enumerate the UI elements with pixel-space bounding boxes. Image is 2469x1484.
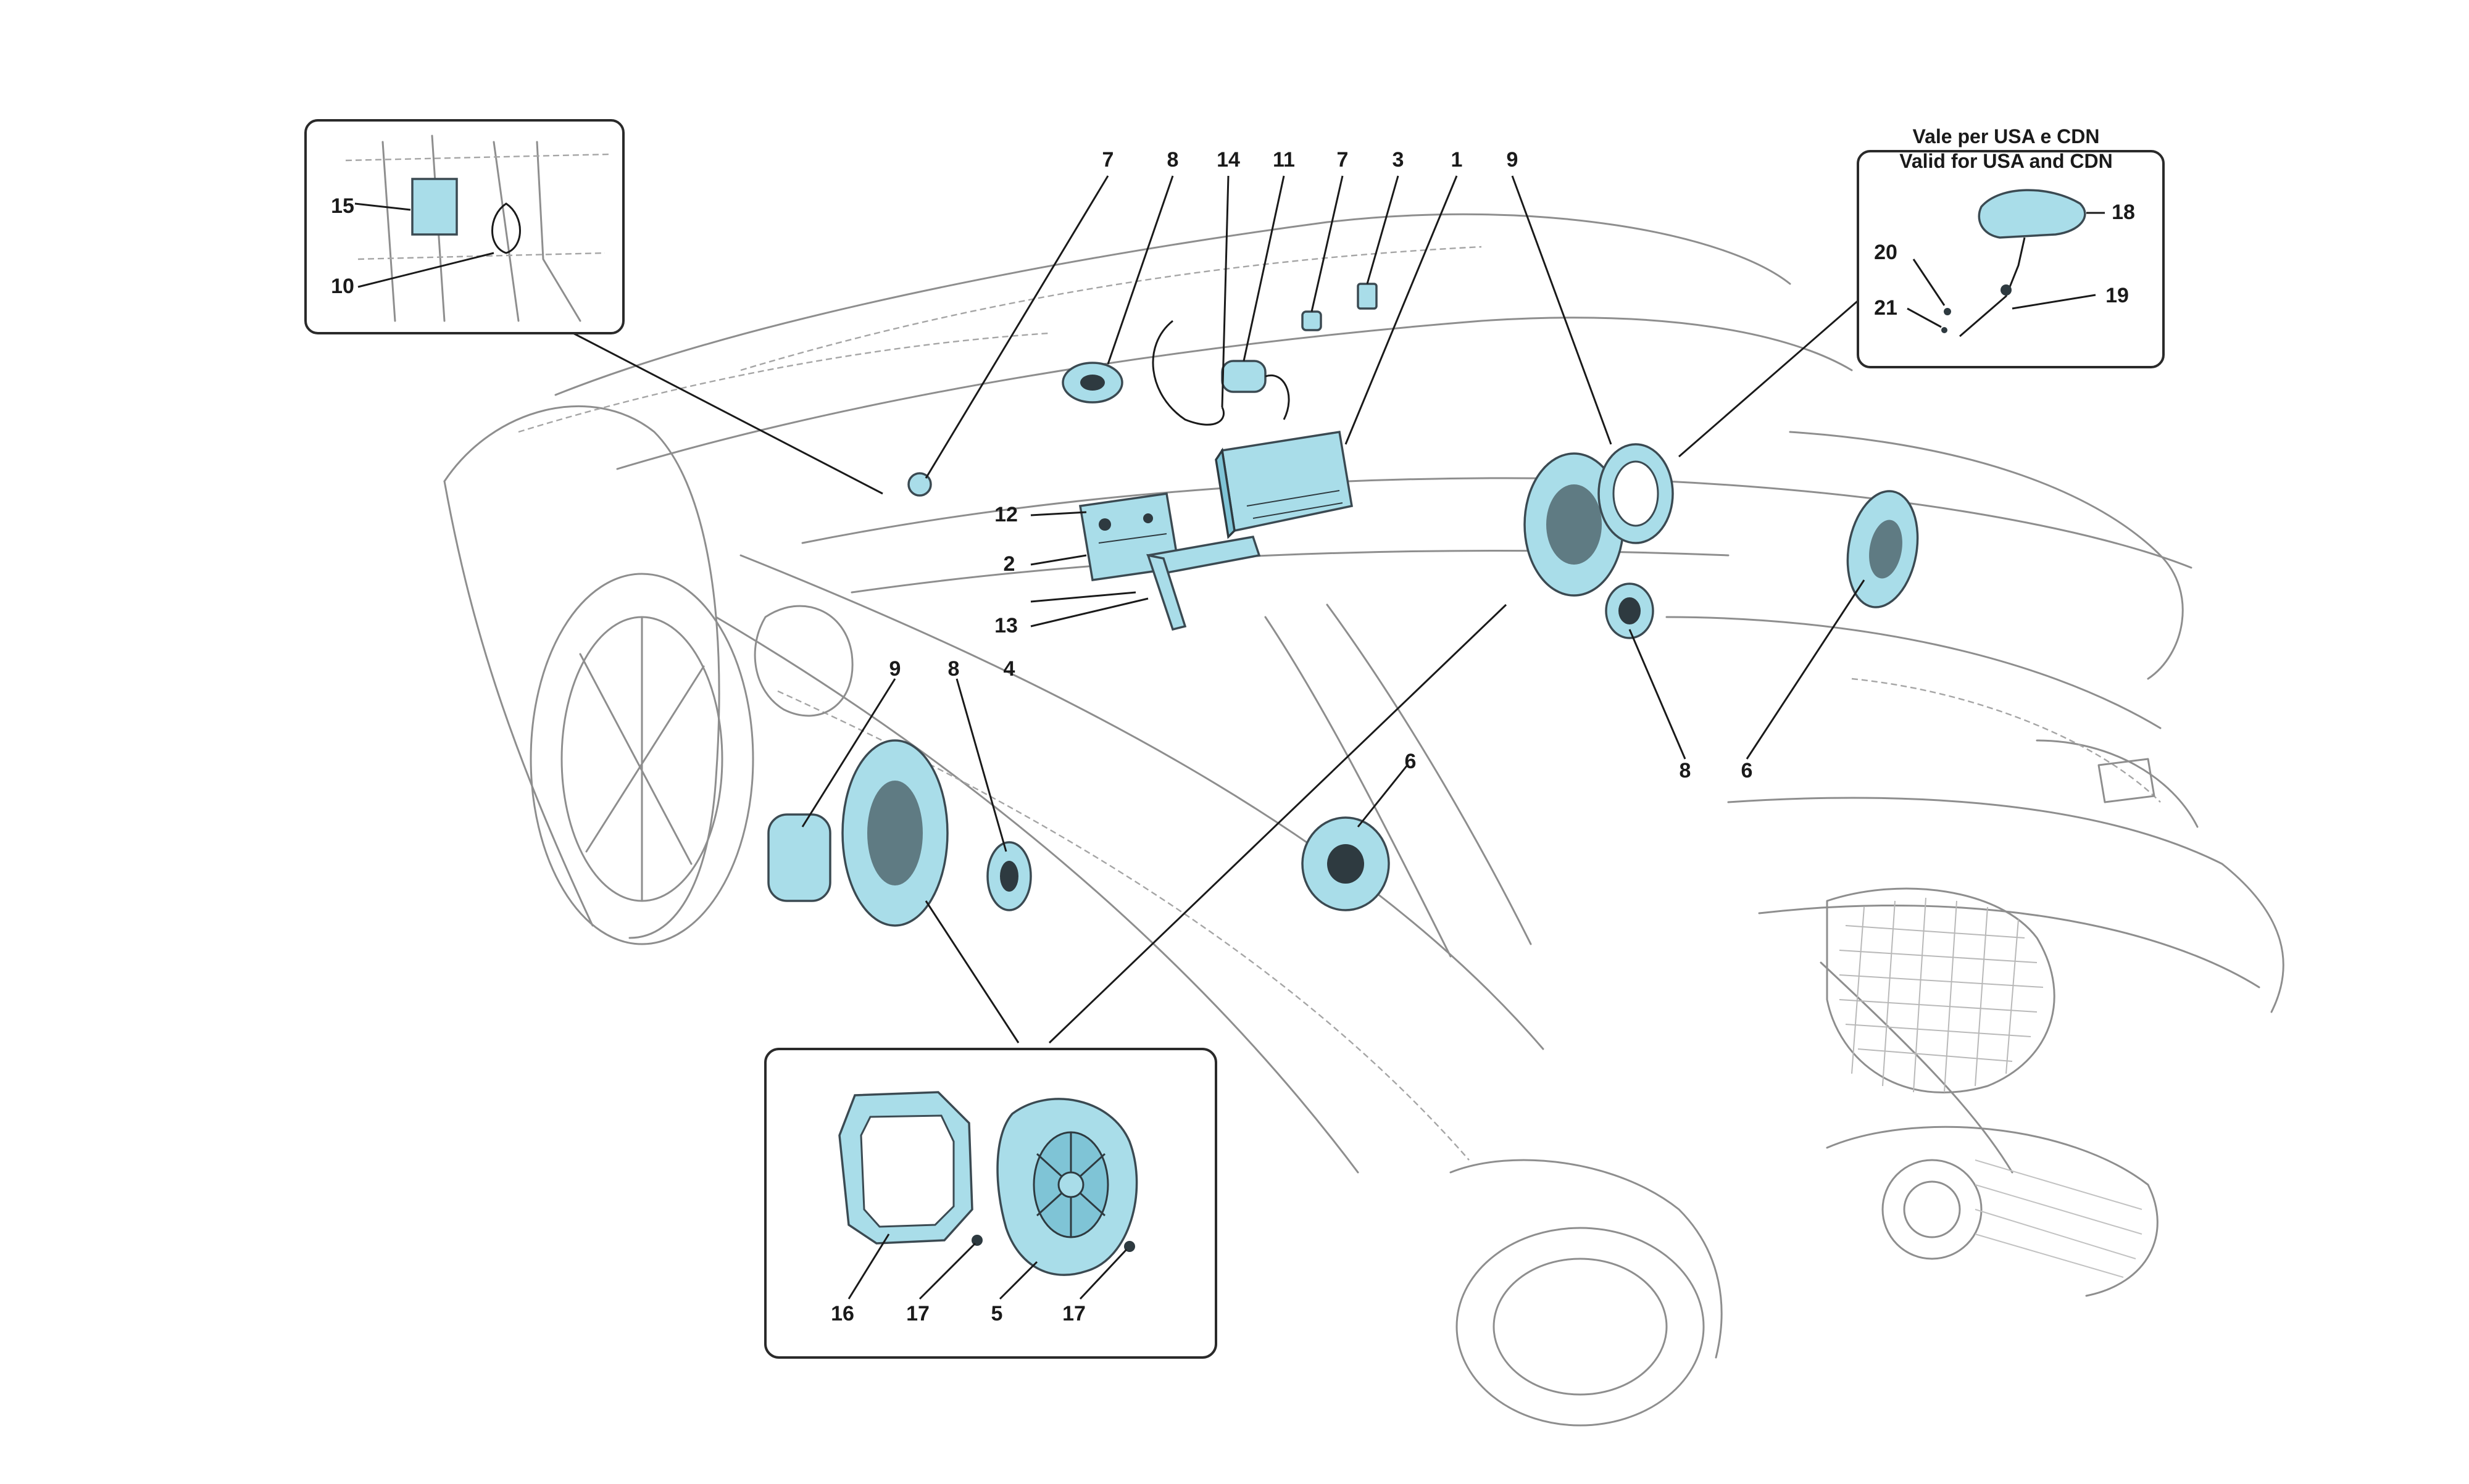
inset-bottom-speaker: 16 17 5 17 — [764, 1048, 1217, 1359]
part-cable-loop — [1152, 320, 1225, 426]
callout-12: 12 — [994, 503, 1018, 526]
part-speaker-ring-right — [1597, 443, 1674, 544]
callout-18: 18 — [2112, 201, 2135, 224]
callout-8b: 8 — [948, 657, 960, 681]
part-small-speaker-top — [1062, 362, 1123, 404]
callout-8c: 8 — [1680, 759, 1691, 782]
part-connector — [1357, 283, 1378, 310]
callout-13: 13 — [994, 614, 1018, 637]
part-speaker-ring-left — [767, 813, 831, 902]
part-tweeter-left — [986, 841, 1032, 911]
car-outline — [443, 213, 2284, 1427]
part-rear-speaker-center — [1301, 816, 1390, 911]
callout-8: 8 — [1167, 148, 1179, 172]
callout-17b: 17 — [1062, 1302, 1086, 1325]
callout-4: 4 — [1004, 657, 1015, 681]
callout-6b: 6 — [1741, 759, 1753, 782]
part-rear-speaker-right — [1846, 490, 1919, 608]
part-clip-7-left — [907, 472, 932, 497]
leader-lines — [549, 175, 1871, 1044]
part-mounting-bracket — [1146, 536, 1261, 631]
callout-2: 2 — [1004, 552, 1015, 576]
callout-6: 6 — [1405, 750, 1417, 773]
callout-11: 11 — [1273, 148, 1295, 172]
inset-usa-line1: Vale per USA e CDN — [1913, 125, 2100, 147]
callout-17: 17 — [906, 1302, 930, 1325]
callout-14: 14 — [1217, 148, 1240, 172]
part-clip-7-top — [1301, 310, 1322, 331]
callout-9b: 9 — [889, 657, 901, 681]
inset-usa-cdn: Vale per USA e CDN Valid for USA and CDN… — [1857, 125, 2165, 368]
inset-top-left: 15 10 — [304, 119, 625, 334]
callout-20: 20 — [1874, 241, 1897, 264]
callout-5: 5 — [991, 1302, 1003, 1325]
part-door-speaker-left-front — [841, 739, 949, 927]
callout-19: 19 — [2105, 284, 2129, 307]
middle-callouts: 12 2 13 4 9 8 6 8 6 — [889, 503, 1753, 782]
part-radio-unit — [1215, 431, 1354, 539]
callout-7b: 7 — [1337, 148, 1349, 172]
callout-21: 21 — [1874, 296, 1897, 320]
callout-3: 3 — [1393, 148, 1404, 172]
top-callouts: 7 8 14 11 7 3 1 9 — [1102, 148, 1518, 172]
part-tweeter-right — [1605, 582, 1654, 639]
callout-7: 7 — [1102, 148, 1114, 172]
callout-10: 10 — [331, 275, 354, 298]
callout-16: 16 — [831, 1302, 854, 1325]
inset-usa-line2: Valid for USA and CDN — [1899, 150, 2113, 172]
callout-15: 15 — [331, 194, 354, 218]
callout-9: 9 — [1507, 148, 1518, 172]
callout-1: 1 — [1451, 148, 1463, 172]
part-antenna-module — [1221, 360, 1290, 420]
